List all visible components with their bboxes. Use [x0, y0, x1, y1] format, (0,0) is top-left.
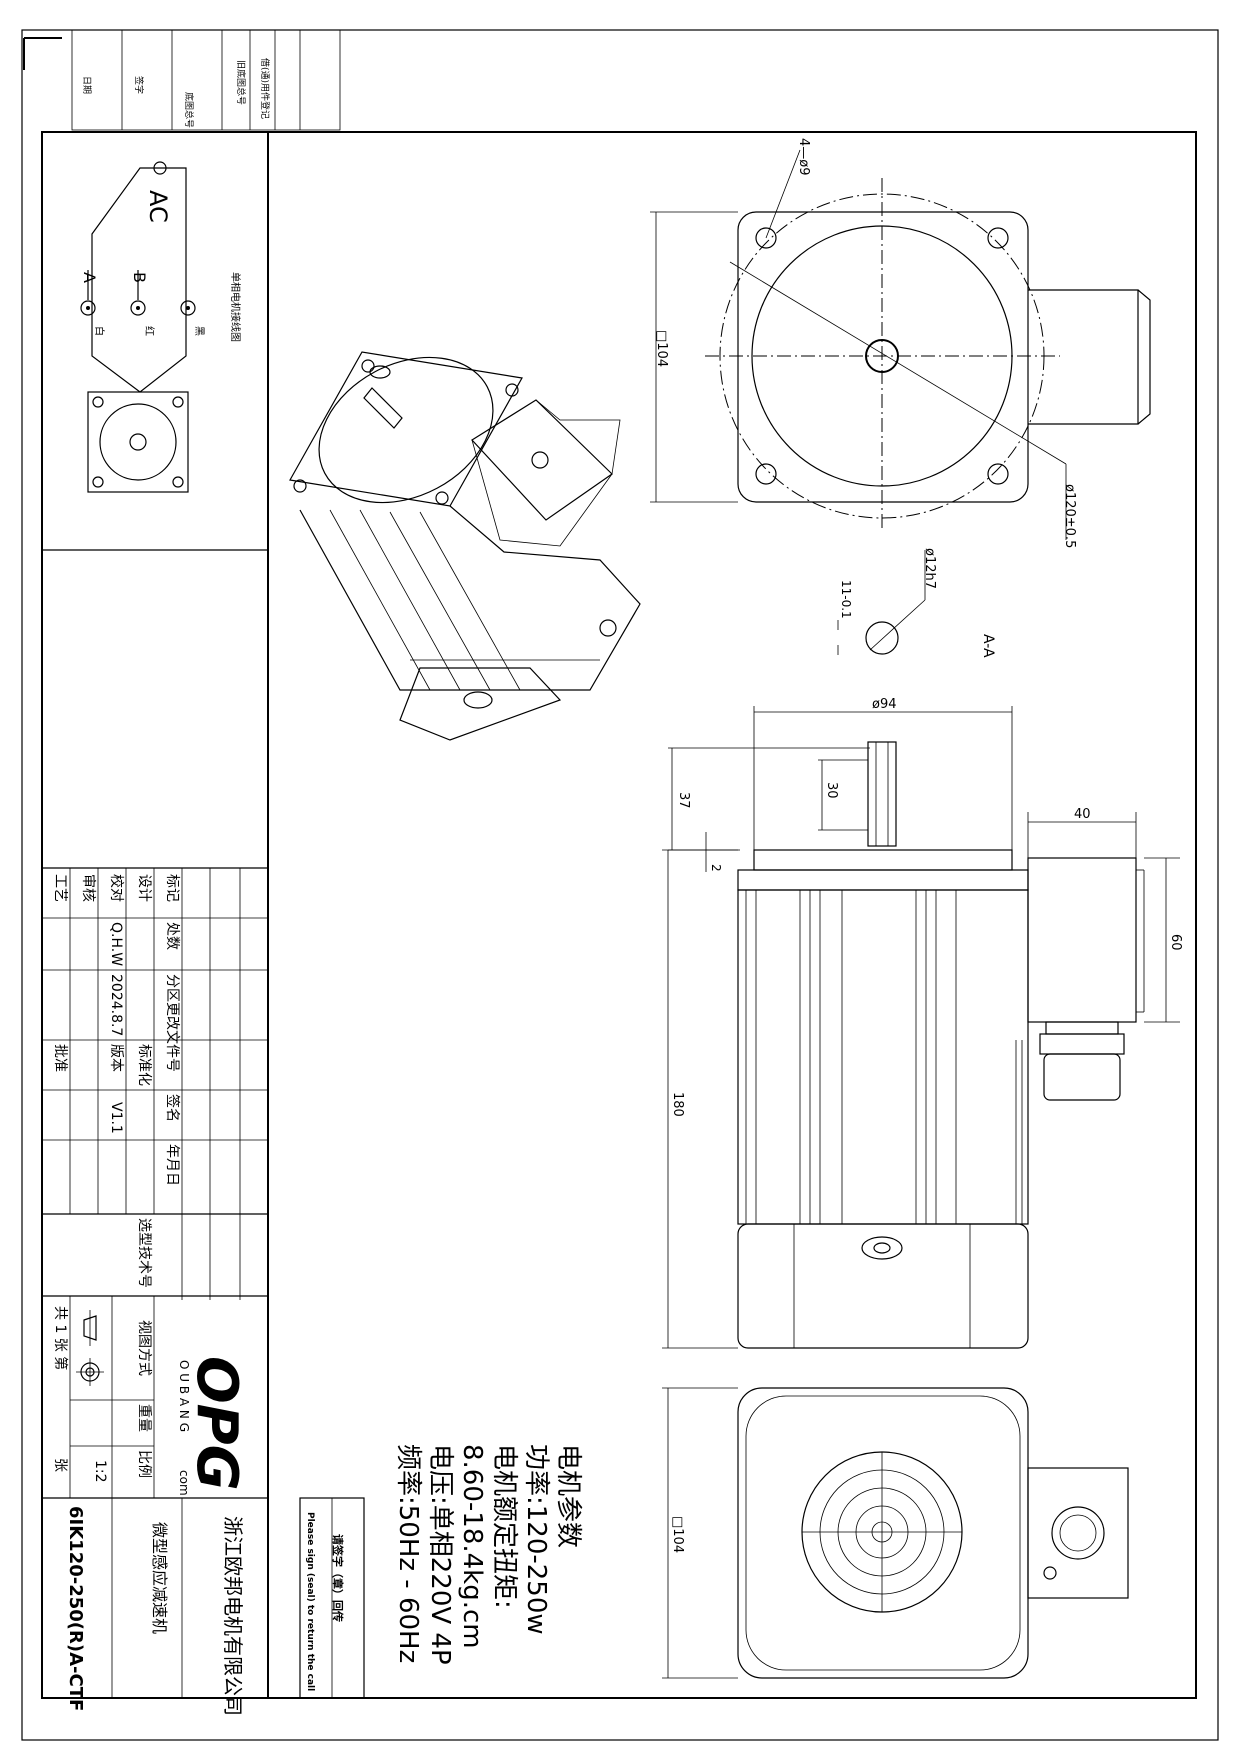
end-view-flange: 4—ø9 □104 ø120±0.5	[650, 138, 1151, 548]
tb-approve: 批准	[52, 1044, 68, 1072]
tb-logo: OPG	[184, 1356, 249, 1491]
wiring-terminal-b: B	[130, 272, 149, 283]
section-label: A-A	[980, 634, 996, 658]
tb-date: 2024.8.7	[108, 974, 124, 1036]
tb-standardize: 标准化	[136, 1044, 152, 1086]
revision-row-1: 借(通)用件登记	[259, 58, 271, 119]
wiring-wire-black: 黑	[193, 326, 205, 336]
sheet-border-inner	[41, 131, 1197, 1699]
side-view: ø94 30 37 2	[662, 697, 1183, 1349]
tb-scale: 1:2	[92, 1460, 108, 1483]
dim-end-square: □104	[670, 1516, 685, 1553]
params-voltage: 电压:单相220V 4P	[425, 1444, 455, 1665]
tb-design: 设计	[136, 874, 152, 902]
params-frequency: 频率:50Hz - 60Hz	[393, 1444, 423, 1663]
tb-col-sign: 签名	[164, 1094, 181, 1122]
tb-sheets: 共 1 张 第	[52, 1306, 69, 1370]
sheet-border-outer	[21, 29, 1219, 1741]
tb-col-date: 年月日	[164, 1144, 180, 1186]
corner-mark	[23, 37, 62, 70]
return-line1: 请签字（章）回传	[331, 1534, 345, 1622]
wiring-wire-white: 白	[93, 326, 106, 336]
rear-end-view: □104	[662, 1387, 1129, 1679]
wiring-ac-label: AC	[144, 190, 172, 223]
dim-pilot: 2	[709, 864, 723, 872]
title-block: 标记 处数 分区 更改文件号 签名 年月日 设计 校对 审核 工艺 批准 标准化…	[42, 867, 268, 1716]
revision-row-5: 日期	[81, 76, 92, 94]
revision-row-3: 底图总号	[183, 92, 195, 128]
params-heading: 电机参数	[553, 1444, 583, 1548]
return-box: 请签字（章）回传 Please sign (seal) to return th…	[299, 1497, 365, 1699]
isometric-motor-view	[289, 351, 641, 741]
wiring-wire-red: 红	[143, 326, 156, 336]
tb-projection: 视图方式	[136, 1320, 152, 1376]
projection-symbol-icon	[76, 1310, 104, 1386]
params-torque-label: 电机额定扭矩:	[489, 1444, 519, 1609]
tb-company: 浙江欧邦电机有限公司	[221, 1516, 245, 1716]
tb-selection-no: 选型技术号	[136, 1218, 152, 1288]
dim-square-top: □104	[654, 330, 669, 367]
dim-shaft-dia: ø12h7	[922, 548, 937, 589]
revision-strip: 借(通)用件登记 旧底图总号 底图总号 签字 日期	[71, 29, 341, 131]
tb-col-zone: 分区	[164, 974, 180, 1002]
tb-version: V1.1	[108, 1102, 124, 1134]
params-power: 功率:120-250w	[521, 1444, 551, 1635]
tb-scale-label: 比例	[136, 1450, 152, 1478]
tb-designer: Q.H.W	[108, 922, 124, 966]
dim-shaft-len: 37	[676, 792, 691, 809]
shaft-section: ø12h7 11-0.1 A-A	[837, 548, 996, 658]
dim-body-dia: ø94	[872, 697, 897, 712]
revision-row-2: 旧底图总号	[235, 60, 247, 105]
tb-review: 审核	[80, 874, 96, 902]
tb-check: 校对	[108, 874, 125, 902]
tb-version-label: 版本	[108, 1044, 124, 1072]
tb-process: 工艺	[52, 874, 68, 902]
tb-product-name: 微型感应减速机	[150, 1522, 169, 1634]
tb-logo-sub: O U B A N G	[177, 1360, 191, 1432]
dim-holes: 4—ø9	[796, 138, 811, 176]
wiring-diagram: AC 单相电机接线图 B A 黑 红 白	[80, 161, 242, 493]
wiring-title: 单相电机接线图	[229, 272, 242, 342]
tb-col-change: 更改文件号	[164, 1002, 180, 1072]
tb-model: 6IK120-250(R)A-CTF	[65, 1506, 86, 1711]
tb-col-count: 处数	[164, 922, 180, 950]
dim-key-len: 30	[824, 782, 839, 799]
return-line2: Please sign (seal) to return the call	[305, 1512, 315, 1691]
wiring-terminal-a: A	[80, 272, 99, 283]
revision-row-4: 签字	[133, 76, 145, 94]
tb-sheet-no: 张	[52, 1458, 68, 1472]
dim-body-len: 180	[670, 1092, 685, 1117]
tb-col-mark: 标记	[164, 874, 180, 902]
motor-parameters: 电机参数 功率:120-250w 电机额定扭矩: 8.60-18.4kg.cm …	[393, 1444, 583, 1665]
dim-box-h: 60	[1168, 934, 1183, 951]
tb-weight: 重量	[136, 1404, 152, 1432]
tb-logo-com: com	[177, 1470, 191, 1496]
dim-pcd: ø120±0.5	[1062, 484, 1077, 548]
dim-box-w: 40	[1074, 807, 1091, 822]
params-torque-value: 8.60-18.4kg.cm	[457, 1444, 487, 1649]
dim-shaft-flat: 11-0.1	[839, 580, 853, 619]
